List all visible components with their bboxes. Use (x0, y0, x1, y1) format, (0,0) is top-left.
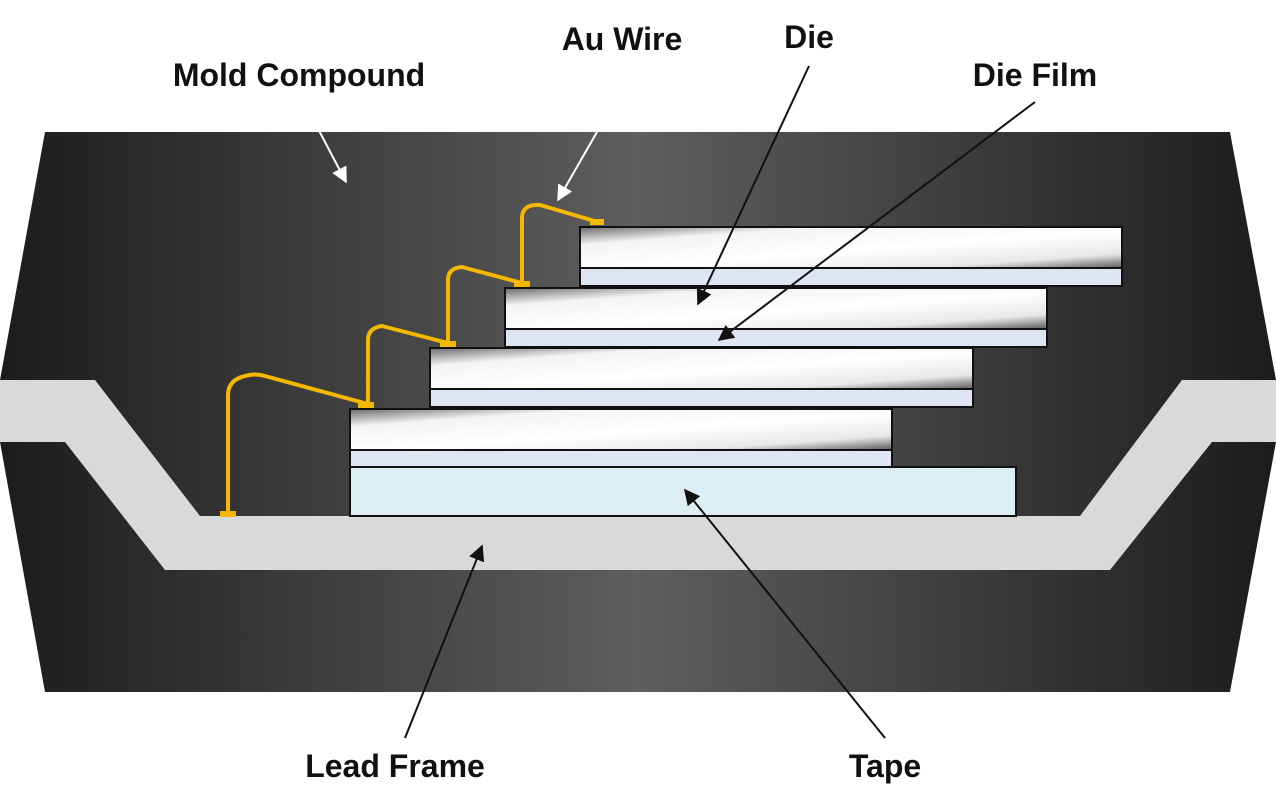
bond-pads (220, 219, 604, 517)
au-wire-4 (520, 202, 600, 285)
die-4 (579, 226, 1123, 269)
au-wire-1 (226, 372, 370, 517)
label-die: Die (784, 19, 834, 55)
die-film-1 (349, 449, 893, 468)
label-die-film: Die Film (973, 57, 1097, 93)
die-film-2 (429, 388, 974, 408)
arrow-mold-compound (303, 101, 347, 184)
au-wire-2 (366, 324, 450, 406)
arrow-tape (683, 488, 886, 739)
die-1 (349, 408, 893, 451)
bond-pad-1 (358, 402, 374, 408)
die-film-4 (579, 267, 1123, 287)
au-wires (226, 202, 600, 517)
arrow-die-film (717, 101, 1036, 341)
bond-pad-4 (590, 219, 604, 225)
label-mold-compound: Mold Compound (173, 57, 425, 93)
au-wire-3 (446, 265, 524, 345)
arrow-lead-frame (404, 544, 485, 739)
die-film-3 (504, 328, 1048, 348)
die-3 (504, 287, 1048, 330)
label-au-wire: Au Wire (562, 21, 683, 57)
label-lead-frame: Lead Frame (305, 748, 485, 784)
arrow-au-wire (557, 67, 631, 202)
bond-pad-2 (440, 341, 456, 347)
die-2 (429, 347, 974, 390)
tape-layer (349, 466, 1017, 517)
bond-pad-lead (220, 511, 236, 517)
lead-frame (0, 380, 1276, 570)
label-tape: Tape (849, 748, 921, 784)
arrow-die (696, 65, 810, 306)
bond-pad-3 (514, 281, 530, 287)
